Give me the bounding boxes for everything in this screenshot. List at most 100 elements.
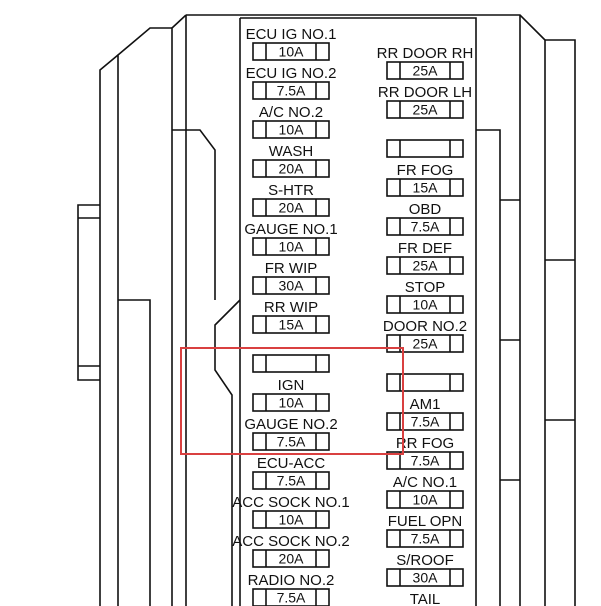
fuse-rating: 10A — [279, 239, 305, 255]
fuse-rating: 25A — [413, 63, 439, 79]
fuse-label: ACC SOCK NO.1 — [232, 494, 350, 511]
fuse-rating: 20A — [279, 551, 305, 567]
fuse-body — [252, 120, 330, 139]
fuse-body — [252, 588, 330, 606]
fuse-body — [252, 159, 330, 178]
fuse-label: RR DOOR LH — [378, 84, 472, 101]
fuse-rating: 7.5A — [411, 219, 440, 235]
fuse-body — [386, 61, 464, 80]
left-fuse-slot — [252, 354, 330, 373]
fuse-body — [252, 81, 330, 100]
fuse-body — [252, 276, 330, 295]
fuse-body — [252, 393, 330, 412]
fuse-label: TAIL — [410, 591, 441, 606]
fuse-label: GAUGE NO.1 — [244, 221, 337, 238]
fuse-label: RADIO NO.2 — [248, 572, 335, 589]
fuse-label: RR WIP — [264, 299, 318, 316]
fuse-label: FR WIP — [265, 260, 318, 277]
fuse-label: AM1 — [410, 396, 441, 413]
fuse-label: STOP — [405, 279, 446, 296]
fuse-label: RR DOOR RH — [377, 45, 474, 62]
fuse-rating: 7.5A — [277, 473, 306, 489]
fuse-body — [386, 529, 464, 548]
fuse-rating: 20A — [279, 161, 305, 177]
left-fuse-slot: GAUGE NO.27.5A — [244, 416, 338, 451]
right-fuse-slot: TAIL — [410, 591, 441, 606]
fuse-body — [252, 432, 330, 451]
fuse-body — [386, 256, 464, 275]
fuse-body — [252, 354, 330, 373]
fuse-rating: 7.5A — [277, 434, 306, 450]
fuse-rating: 10A — [279, 512, 305, 528]
fuse-label: FUEL OPN — [388, 513, 462, 530]
fuse-body — [386, 451, 464, 470]
fuse-label: IGN — [278, 377, 305, 394]
fuse-body — [252, 315, 330, 334]
fuse-body — [386, 178, 464, 197]
fuse-rating: 7.5A — [411, 453, 440, 469]
fuse-label: OBD — [409, 201, 442, 218]
fuse-body — [386, 373, 464, 392]
fuse-rating: 25A — [413, 258, 439, 274]
fuse-rating: 15A — [413, 180, 439, 196]
fuse-label: GAUGE NO.2 — [244, 416, 337, 433]
fuse-body — [386, 412, 464, 431]
fuse-rating: 25A — [413, 102, 439, 118]
fuse-rating: 10A — [279, 44, 305, 60]
fuse-rating: 25A — [413, 336, 439, 352]
fuse-body — [386, 295, 464, 314]
fuse-body — [386, 100, 464, 119]
fuse-rating: 7.5A — [277, 83, 306, 99]
left-fuse-slot: ECU IG NO.27.5A — [246, 65, 337, 100]
fuse-rating: 10A — [413, 297, 439, 313]
fuse-label: ACC SOCK NO.2 — [232, 533, 350, 550]
right-fuse-slot — [386, 139, 464, 158]
fuse-label: S/ROOF — [396, 552, 454, 569]
fuse-label: S-HTR — [268, 182, 314, 199]
fuse-rating: 15A — [279, 317, 305, 333]
fuse-label: ECU IG NO.2 — [246, 65, 337, 82]
fuse-rating: 10A — [279, 395, 305, 411]
fuse-body — [386, 568, 464, 587]
right-fuse-slot — [386, 373, 464, 392]
fuse-label: WASH — [269, 143, 313, 160]
fuse-body — [252, 198, 330, 217]
fuse-body — [252, 237, 330, 256]
fuse-body — [386, 139, 464, 158]
fuse-label: DOOR NO.2 — [383, 318, 467, 335]
fuse-rating: 10A — [279, 122, 305, 138]
fuse-label: A/C NO.1 — [393, 474, 457, 491]
fuse-rating: 7.5A — [411, 531, 440, 547]
fuse-label: RR FOG — [396, 435, 454, 452]
left-fuse-slot: RADIO NO.27.5A — [248, 572, 335, 606]
fuse-rating: 7.5A — [277, 590, 306, 606]
fuse-body — [386, 490, 464, 509]
fuse-body — [252, 510, 330, 529]
fuse-label: FR DEF — [398, 240, 452, 257]
fuse-label: ECU IG NO.1 — [246, 26, 337, 43]
fuse-label: FR FOG — [397, 162, 454, 179]
fuse-label: ECU-ACC — [257, 455, 326, 472]
